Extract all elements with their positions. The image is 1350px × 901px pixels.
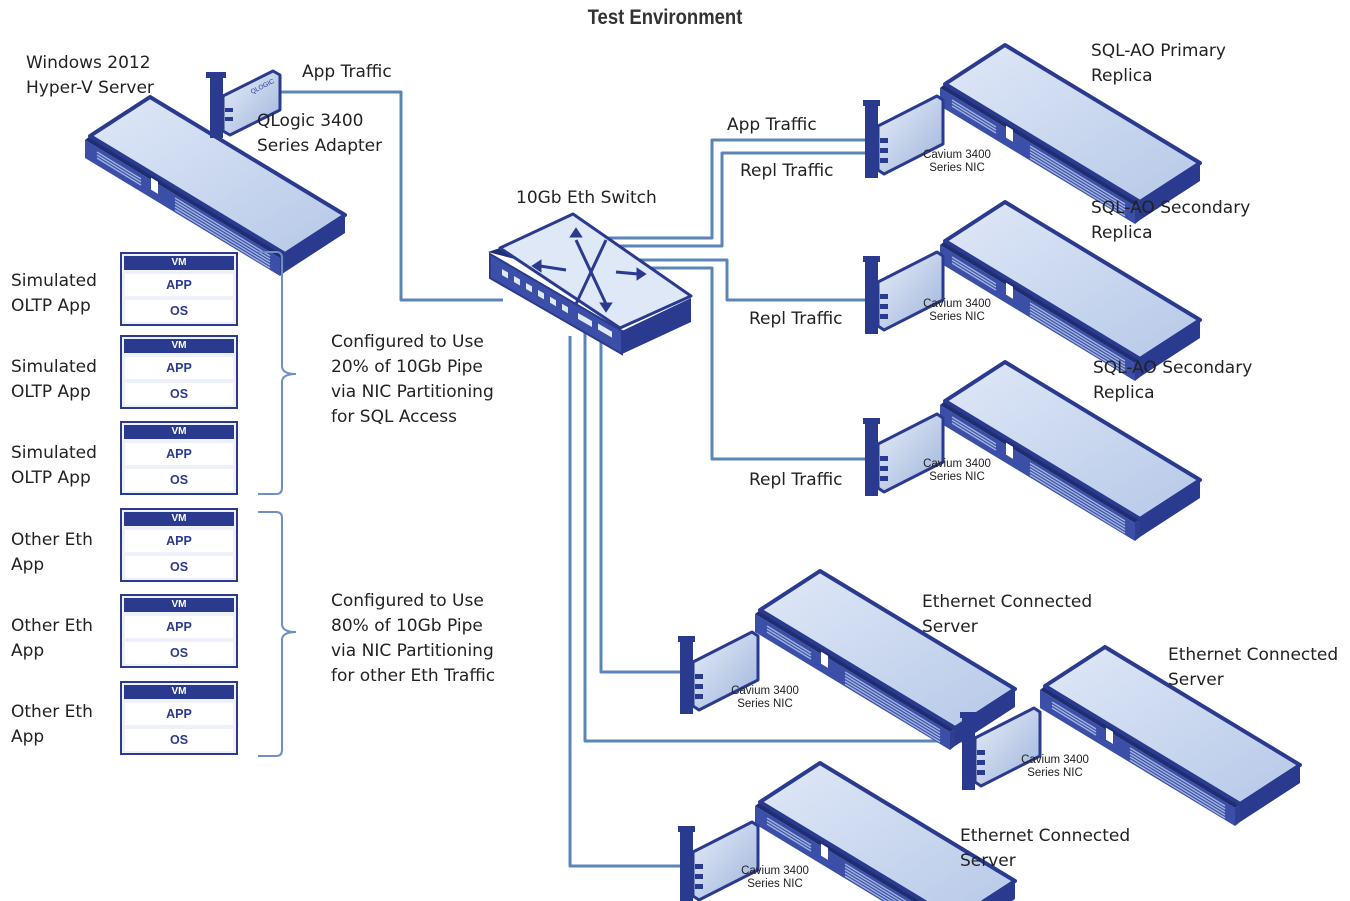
vm-app-row: APP [125,274,233,296]
vm-header: VM [124,685,234,699]
vm-os-row: OS [125,642,233,664]
brace-eth [258,511,297,757]
vm-2-label: Simulated OLTP App [11,357,97,402]
sql-group-description: Configured to Use 20% of 10Gb Pipe via N… [331,332,494,427]
vm-box-4: VM APP OS [120,508,238,582]
primary-repl-traffic-label: Repl Traffic [740,161,834,181]
vm-box-6: VM APP OS [120,681,238,755]
vm-box-2: VM APP OS [120,335,238,409]
vm-box-5: VM APP OS [120,594,238,668]
link-eth-server-1 [599,326,690,674]
link-eth-server-3 [568,336,690,868]
brace-sql [258,251,297,495]
vm-6-label: Other Eth App [11,702,93,747]
vm-1-label: Simulated OLTP App [11,271,97,316]
vm-app-row: APP [125,703,233,725]
replica-1-nic-label: Cavium 3400 Series NIC [923,149,991,174]
vm-3-label: Simulated OLTP App [11,443,97,488]
switch-label: 10Gb Eth Switch [516,188,657,208]
secondary1-repl-traffic-label: Repl Traffic [749,309,843,329]
eth-server-3-nic-label: Cavium 3400 Series NIC [741,865,809,890]
vm-os-row: OS [125,729,233,751]
vm-header: VM [124,256,234,270]
primary-app-traffic-label: App Traffic [727,115,817,135]
replica-3-label: SQL-AO Secondary Replica [1093,358,1253,403]
eth-server-3-label: Ethernet Connected Server [960,826,1131,871]
network-links [278,90,972,868]
switch-arrows-icon [531,227,647,313]
qlogic-adapter-icon: QLOGIC [206,69,282,138]
link-secondary1-repl-traffic [637,258,880,302]
replica-1-label: SQL-AO Primary Replica [1091,41,1226,86]
eth-server-1-label: Ethernet Connected Server [922,592,1093,637]
eth-server-2-label: Ethernet Connected Server [1168,645,1339,690]
vm-app-row: APP [125,530,233,552]
vm-os-row: OS [125,383,233,405]
diagram-title: Test Environment [587,6,743,29]
link-eth-server-2 [583,332,972,743]
eth-server-2-nic-label: Cavium 3400 Series NIC [1021,754,1089,779]
replica-3-nic-label: Cavium 3400 Series NIC [923,458,991,483]
vm-header: VM [124,598,234,612]
group-braces [258,251,297,757]
vm-box-1: VM APP OS [120,252,238,326]
link-secondary2-repl-traffic [646,266,880,461]
vm-app-row: APP [125,443,233,465]
link-primary-app-traffic [602,138,880,240]
link-primary-repl-traffic [611,151,880,248]
host-app-traffic-label: App Traffic [302,62,392,82]
vm-app-row: APP [125,357,233,379]
eth-group-description: Configured to Use 80% of 10Gb Pipe via N… [331,591,496,686]
replica-2-nic-label: Cavium 3400 Series NIC [923,298,991,323]
vm-os-row: OS [125,556,233,578]
vm-os-row: OS [125,300,233,322]
link-host-app-traffic [278,90,503,302]
host-server-label: Windows 2012 Hyper-V Server [26,53,154,98]
vm-box-3: VM APP OS [120,421,238,495]
vm-app-row: APP [125,616,233,638]
vm-header: VM [124,512,234,526]
vm-os-row: OS [125,469,233,491]
eth-server-1-nic-label: Cavium 3400 Series NIC [731,685,799,710]
replica-2-label: SQL-AO Secondary Replica [1091,198,1251,243]
vm-5-label: Other Eth App [11,616,93,661]
host-adapter-label: QLogic 3400 Series Adapter [257,111,383,156]
secondary2-repl-traffic-label: Repl Traffic [749,470,843,490]
vm-header: VM [124,339,234,353]
ethernet-switch [488,212,693,356]
vm-header: VM [124,425,234,439]
vm-4-label: Other Eth App [11,530,93,575]
